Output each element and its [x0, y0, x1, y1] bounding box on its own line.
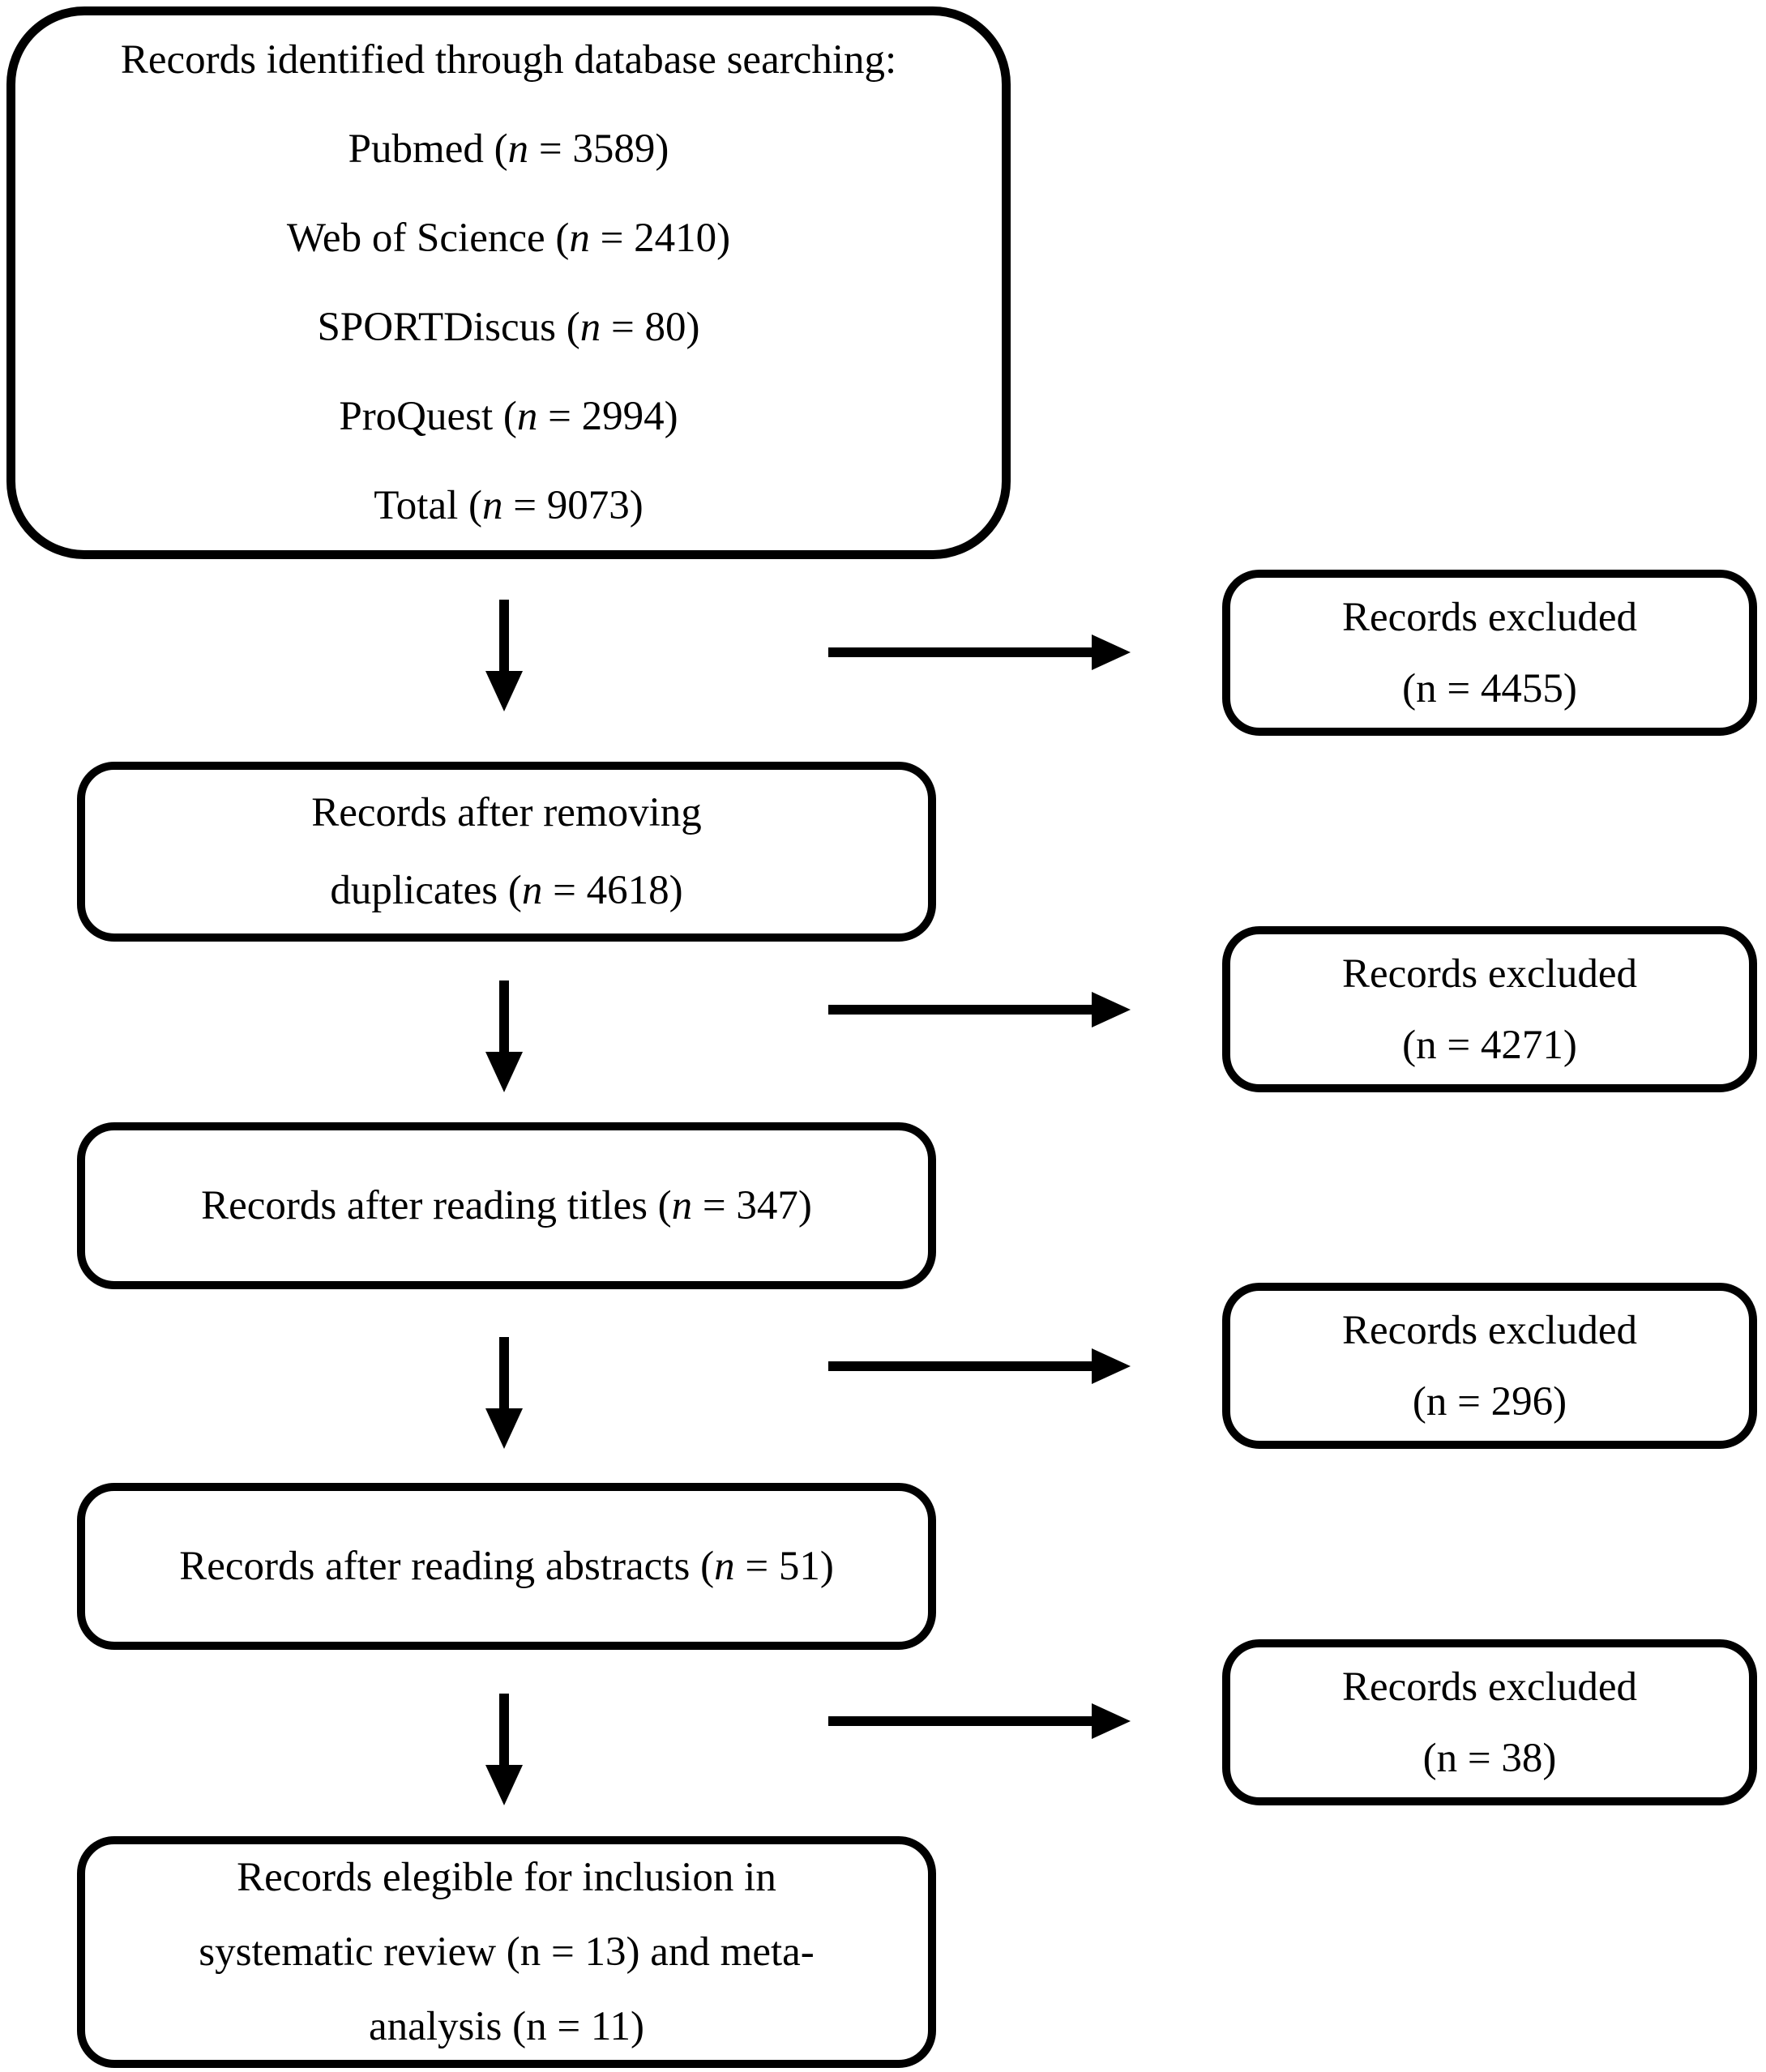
- box-text-line: Records after removing: [311, 774, 702, 852]
- box-text-line: analysis (n = 11): [369, 1989, 644, 2064]
- arrow-head: [485, 1408, 523, 1449]
- box-text-line: Records excluded: [1342, 582, 1637, 653]
- down-arrow-icon-3: [485, 1337, 523, 1449]
- arrow-shaft: [499, 1337, 509, 1410]
- text-segment: Records identified through database sear…: [120, 37, 897, 83]
- text-segment: = 347): [692, 1183, 812, 1228]
- text-segment-italic-n: n: [569, 216, 590, 261]
- down-arrow-icon-1: [485, 600, 523, 711]
- text-segment: = 4618): [542, 868, 683, 913]
- box-records-identified: Records identified through database sear…: [6, 6, 1011, 559]
- box-text-line: (n = 296): [1413, 1366, 1567, 1438]
- arrow-shaft: [828, 1005, 1094, 1015]
- text-segment-italic-n: n: [521, 868, 543, 913]
- box-text-line: Records identified through database sear…: [121, 15, 896, 105]
- arrow-shaft: [499, 980, 509, 1053]
- arrow-head: [1092, 1348, 1131, 1384]
- box-text-line: Web of Science (n = 2410): [287, 194, 730, 283]
- box-text-line: SPORTDiscus (n = 80): [318, 283, 700, 372]
- text-segment: ProQuest (: [339, 394, 517, 439]
- arrow-head: [485, 1052, 523, 1092]
- text-segment: (n = 38): [1422, 1735, 1557, 1781]
- text-segment: Records after removing: [311, 790, 702, 835]
- text-segment: = 2994): [537, 394, 678, 439]
- text-segment-italic-n: n: [516, 394, 538, 439]
- text-segment-italic-n: n: [482, 483, 503, 528]
- box-records-after-duplicates: Records after removing duplicates (n = 4…: [77, 762, 936, 942]
- text-segment: analysis (n = 11): [369, 2004, 644, 2049]
- text-segment: Records excluded: [1342, 951, 1637, 997]
- text-segment: duplicates (: [330, 868, 522, 913]
- arrow-head: [1092, 634, 1131, 670]
- text-segment: = 3589): [528, 126, 669, 172]
- text-segment: (n = 4455): [1402, 665, 1577, 711]
- arrow-head: [1092, 992, 1131, 1027]
- box-text-line: (n = 38): [1423, 1723, 1557, 1794]
- box-records-eligible: Records elegible for inclusion in system…: [77, 1836, 936, 2068]
- text-segment: = 51): [734, 1544, 834, 1589]
- text-segment: (n = 296): [1412, 1378, 1567, 1425]
- arrow-shaft: [828, 1716, 1094, 1726]
- arrow-shaft: [499, 600, 509, 673]
- arrow-shaft: [828, 1361, 1094, 1371]
- box-text-line: systematic review (n = 13) and meta-: [199, 1915, 815, 1989]
- right-arrow-icon-3: [828, 1348, 1131, 1384]
- text-segment: = 80): [601, 305, 700, 350]
- box-records-after-abstracts: Records after reading abstracts (n = 51): [77, 1483, 936, 1650]
- text-segment-italic-n: n: [714, 1544, 735, 1589]
- box-text-line: Records after reading titles (n = 347): [201, 1182, 812, 1229]
- box-text-line: Records elegible for inclusion in: [237, 1840, 776, 1915]
- right-arrow-icon-1: [828, 634, 1131, 670]
- text-segment: Records after reading abstracts (: [179, 1544, 715, 1589]
- box-text-line: (n = 4271): [1402, 1010, 1577, 1081]
- box-text-line: duplicates (n = 4618): [330, 852, 682, 929]
- text-segment: SPORTDiscus (: [317, 305, 580, 350]
- text-segment: Pubmed (: [348, 126, 508, 172]
- text-segment: systematic review (n = 13) and meta-: [199, 1929, 815, 1975]
- arrow-head: [485, 671, 523, 711]
- box-text-line: Pubmed (n = 3589): [348, 105, 669, 194]
- box-text-line: Records excluded: [1342, 938, 1637, 1010]
- text-segment-italic-n: n: [507, 126, 529, 172]
- text-segment: Records excluded: [1342, 594, 1637, 640]
- arrow-head: [1092, 1703, 1131, 1739]
- right-arrow-icon-2: [828, 992, 1131, 1027]
- text-segment-italic-n: n: [579, 305, 601, 350]
- box-records-after-titles: Records after reading titles (n = 347): [77, 1122, 936, 1289]
- right-arrow-icon-4: [828, 1703, 1131, 1739]
- text-segment: Web of Science (: [286, 216, 570, 261]
- text-segment: = 2410): [589, 216, 731, 261]
- down-arrow-icon-4: [485, 1694, 523, 1805]
- box-text-line: Records excluded: [1342, 1295, 1637, 1366]
- text-segment: = 9073): [502, 483, 644, 528]
- text-segment: Records excluded: [1342, 1664, 1637, 1710]
- arrow-shaft: [828, 647, 1094, 657]
- down-arrow-icon-2: [485, 980, 523, 1092]
- box-records-excluded-abstracts: Records excluded (n = 296): [1222, 1283, 1757, 1449]
- arrow-shaft: [499, 1694, 509, 1767]
- box-records-excluded-duplicates: Records excluded (n = 4455): [1222, 570, 1757, 736]
- text-segment-italic-n: n: [671, 1183, 693, 1228]
- text-segment: Records elegible for inclusion in: [237, 1855, 776, 1900]
- box-records-excluded-eligibility: Records excluded (n = 38): [1222, 1639, 1757, 1805]
- arrow-head: [485, 1765, 523, 1805]
- box-text-line: (n = 4455): [1402, 653, 1577, 724]
- box-text-line: Records excluded: [1342, 1651, 1637, 1723]
- text-segment: Records after reading titles (: [201, 1183, 672, 1228]
- box-text-line: Records after reading abstracts (n = 51): [179, 1543, 834, 1590]
- text-segment: Total (: [374, 483, 483, 528]
- box-records-excluded-titles: Records excluded (n = 4271): [1222, 926, 1757, 1092]
- text-segment: Records excluded: [1342, 1307, 1637, 1353]
- box-text-line: Total (n = 9073): [374, 461, 644, 550]
- text-segment: (n = 4271): [1402, 1022, 1577, 1068]
- box-text-line: ProQuest (n = 2994): [339, 372, 678, 461]
